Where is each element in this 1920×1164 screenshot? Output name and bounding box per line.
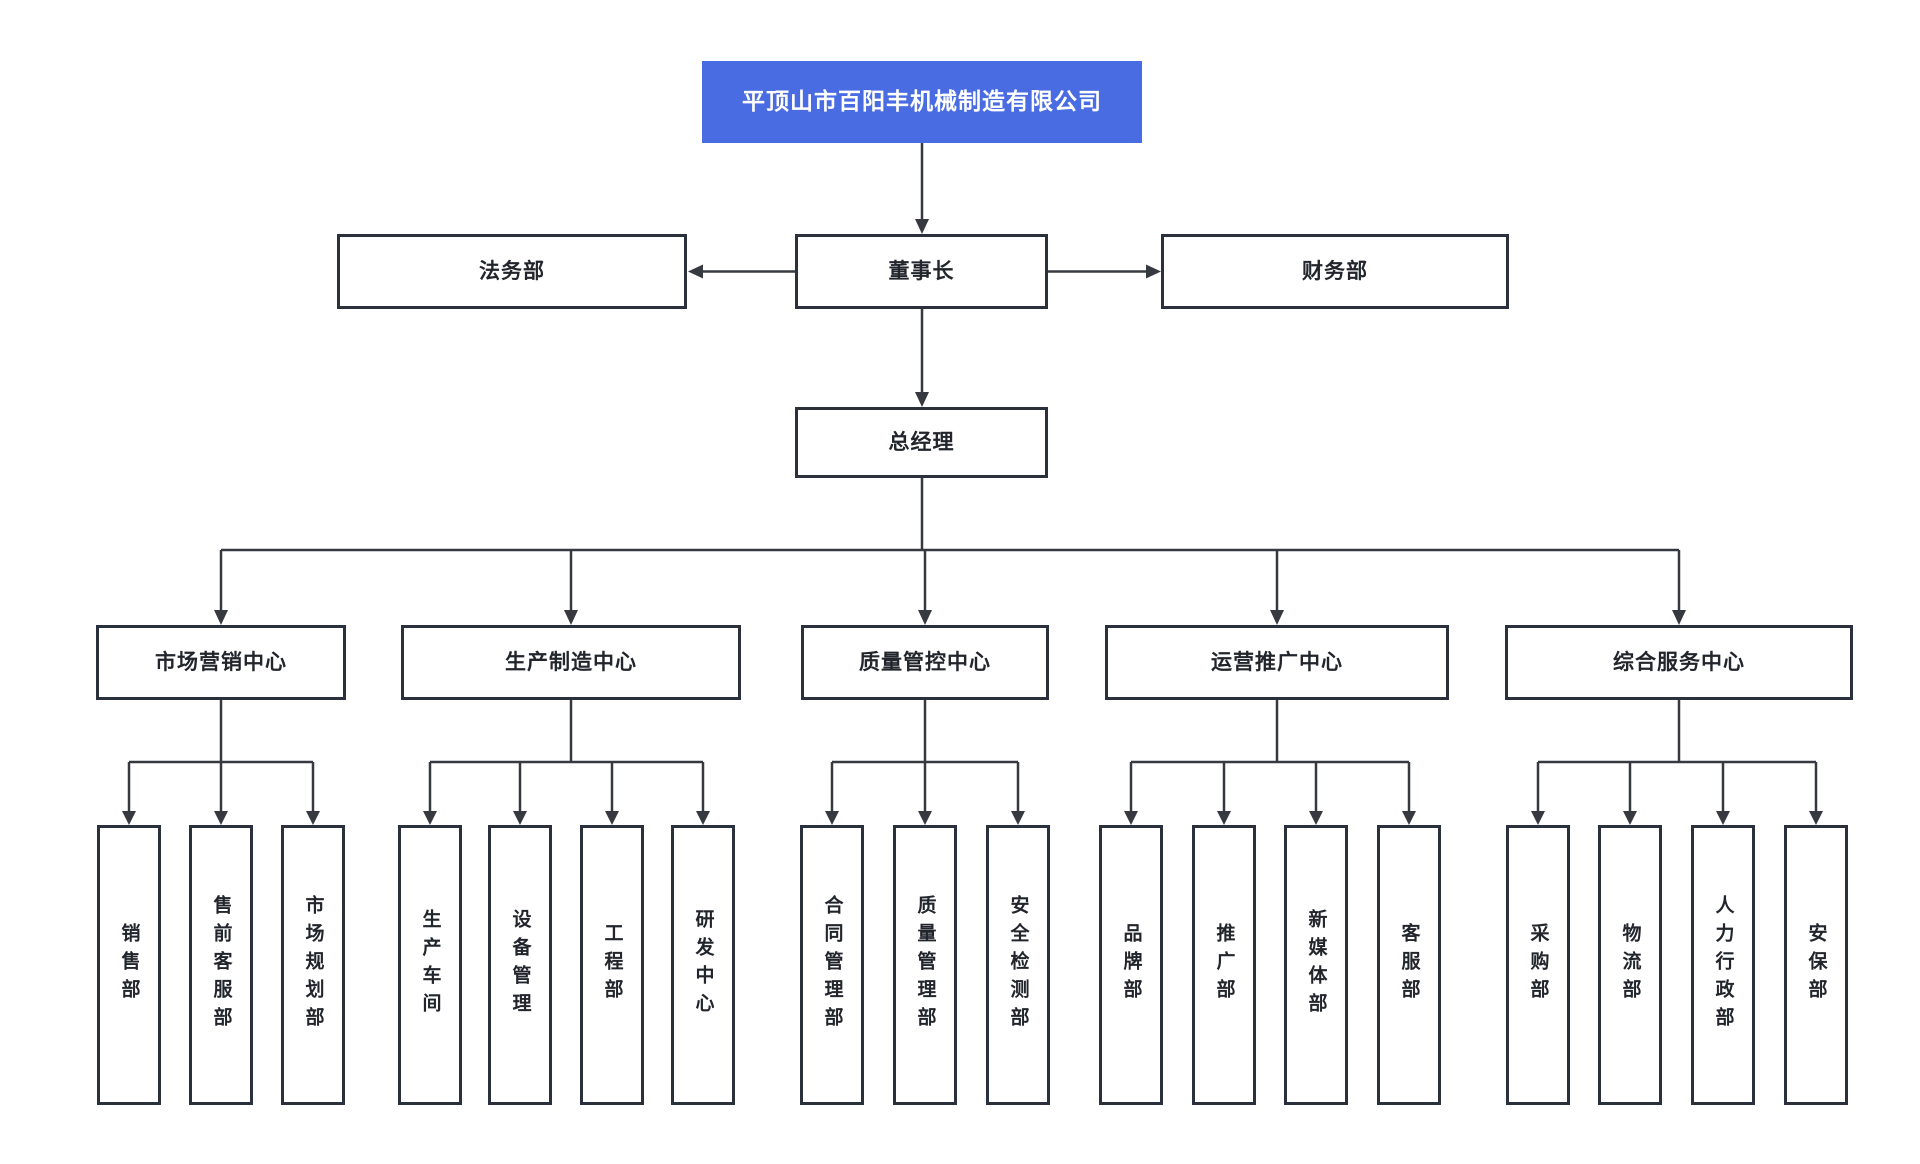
node-dept-promotion[interactable]: 推广部 [1192, 825, 1256, 1105]
node-center-manufacturing[interactable]: 生产制造中心 [401, 625, 741, 700]
node-center-quality[interactable]: 质量管控中心 [801, 625, 1049, 700]
node-company-root[interactable]: 平顶山市百阳丰机械制造有限公司 [702, 61, 1142, 143]
node-finance-dept[interactable]: 财务部 [1161, 234, 1509, 309]
node-dept-security[interactable]: 安保部 [1784, 825, 1848, 1105]
node-dept-equipment-management[interactable]: 设备管理 [488, 825, 552, 1105]
connector-lines [127, 143, 1818, 812]
node-dept-presales-service[interactable]: 售前客服部 [189, 825, 253, 1105]
connector-arrowheads [122, 219, 1823, 825]
node-dept-market-planning[interactable]: 市场规划部 [281, 825, 345, 1105]
node-dept-hr-admin[interactable]: 人力行政部 [1691, 825, 1755, 1105]
node-dept-rnd-center[interactable]: 研发中心 [671, 825, 735, 1105]
node-dept-production-workshop[interactable]: 生产车间 [398, 825, 462, 1105]
node-dept-customer-service[interactable]: 客服部 [1377, 825, 1441, 1105]
node-legal-dept[interactable]: 法务部 [337, 234, 687, 309]
node-center-services[interactable]: 综合服务中心 [1505, 625, 1853, 700]
node-dept-quality-management[interactable]: 质量管理部 [893, 825, 957, 1105]
node-dept-contract-management[interactable]: 合同管理部 [800, 825, 864, 1105]
node-dept-brand[interactable]: 品牌部 [1099, 825, 1163, 1105]
node-dept-engineering[interactable]: 工程部 [580, 825, 644, 1105]
node-chairman[interactable]: 董事长 [795, 234, 1048, 309]
node-dept-new-media[interactable]: 新媒体部 [1284, 825, 1348, 1105]
node-general-manager[interactable]: 总经理 [795, 407, 1048, 478]
node-dept-logistics[interactable]: 物流部 [1598, 825, 1662, 1105]
node-center-operations[interactable]: 运营推广中心 [1105, 625, 1449, 700]
node-center-marketing[interactable]: 市场营销中心 [96, 625, 346, 700]
node-dept-safety-inspection[interactable]: 安全检测部 [986, 825, 1050, 1105]
node-dept-procurement[interactable]: 采购部 [1506, 825, 1570, 1105]
node-dept-sales[interactable]: 销售部 [97, 825, 161, 1105]
